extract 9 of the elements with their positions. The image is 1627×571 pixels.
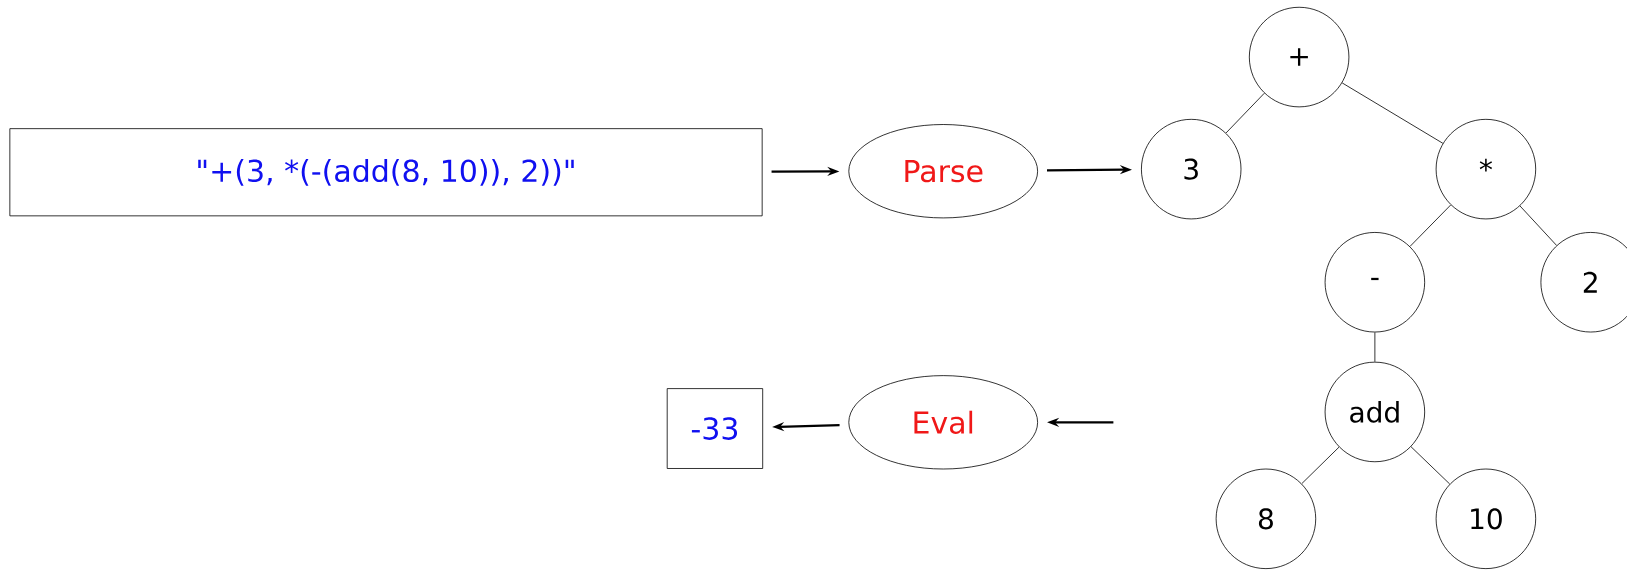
tree-edge [1409, 204, 1452, 247]
tree-edge [1301, 446, 1340, 485]
tree-edge [1410, 446, 1451, 485]
tree-edge [1374, 332, 1376, 363]
string-box: "+(3, *(-(add(8, 10)), 2))" [9, 128, 763, 217]
tree-edge [1225, 92, 1265, 134]
result-box: -33 [666, 388, 764, 469]
tree-edge [1341, 82, 1444, 144]
tree-edge [1519, 205, 1557, 246]
